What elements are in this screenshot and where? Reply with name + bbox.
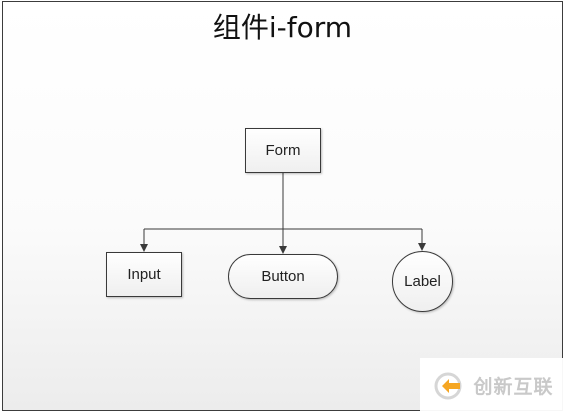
watermark: 创新互联	[420, 358, 567, 413]
label-node-label: Label	[404, 273, 441, 290]
watermark-text: 创新互联	[473, 376, 554, 398]
input-node: Input	[106, 252, 182, 297]
label-node: Label	[392, 251, 453, 312]
diagram-title: 组件i-form	[212, 11, 353, 44]
form-node: Form	[245, 128, 321, 173]
button-node: Button	[228, 254, 338, 299]
watermark-logo-icon	[434, 372, 462, 399]
button-node-label: Button	[261, 268, 305, 285]
form-node-label: Form	[265, 142, 301, 159]
input-node-label: Input	[127, 266, 161, 283]
